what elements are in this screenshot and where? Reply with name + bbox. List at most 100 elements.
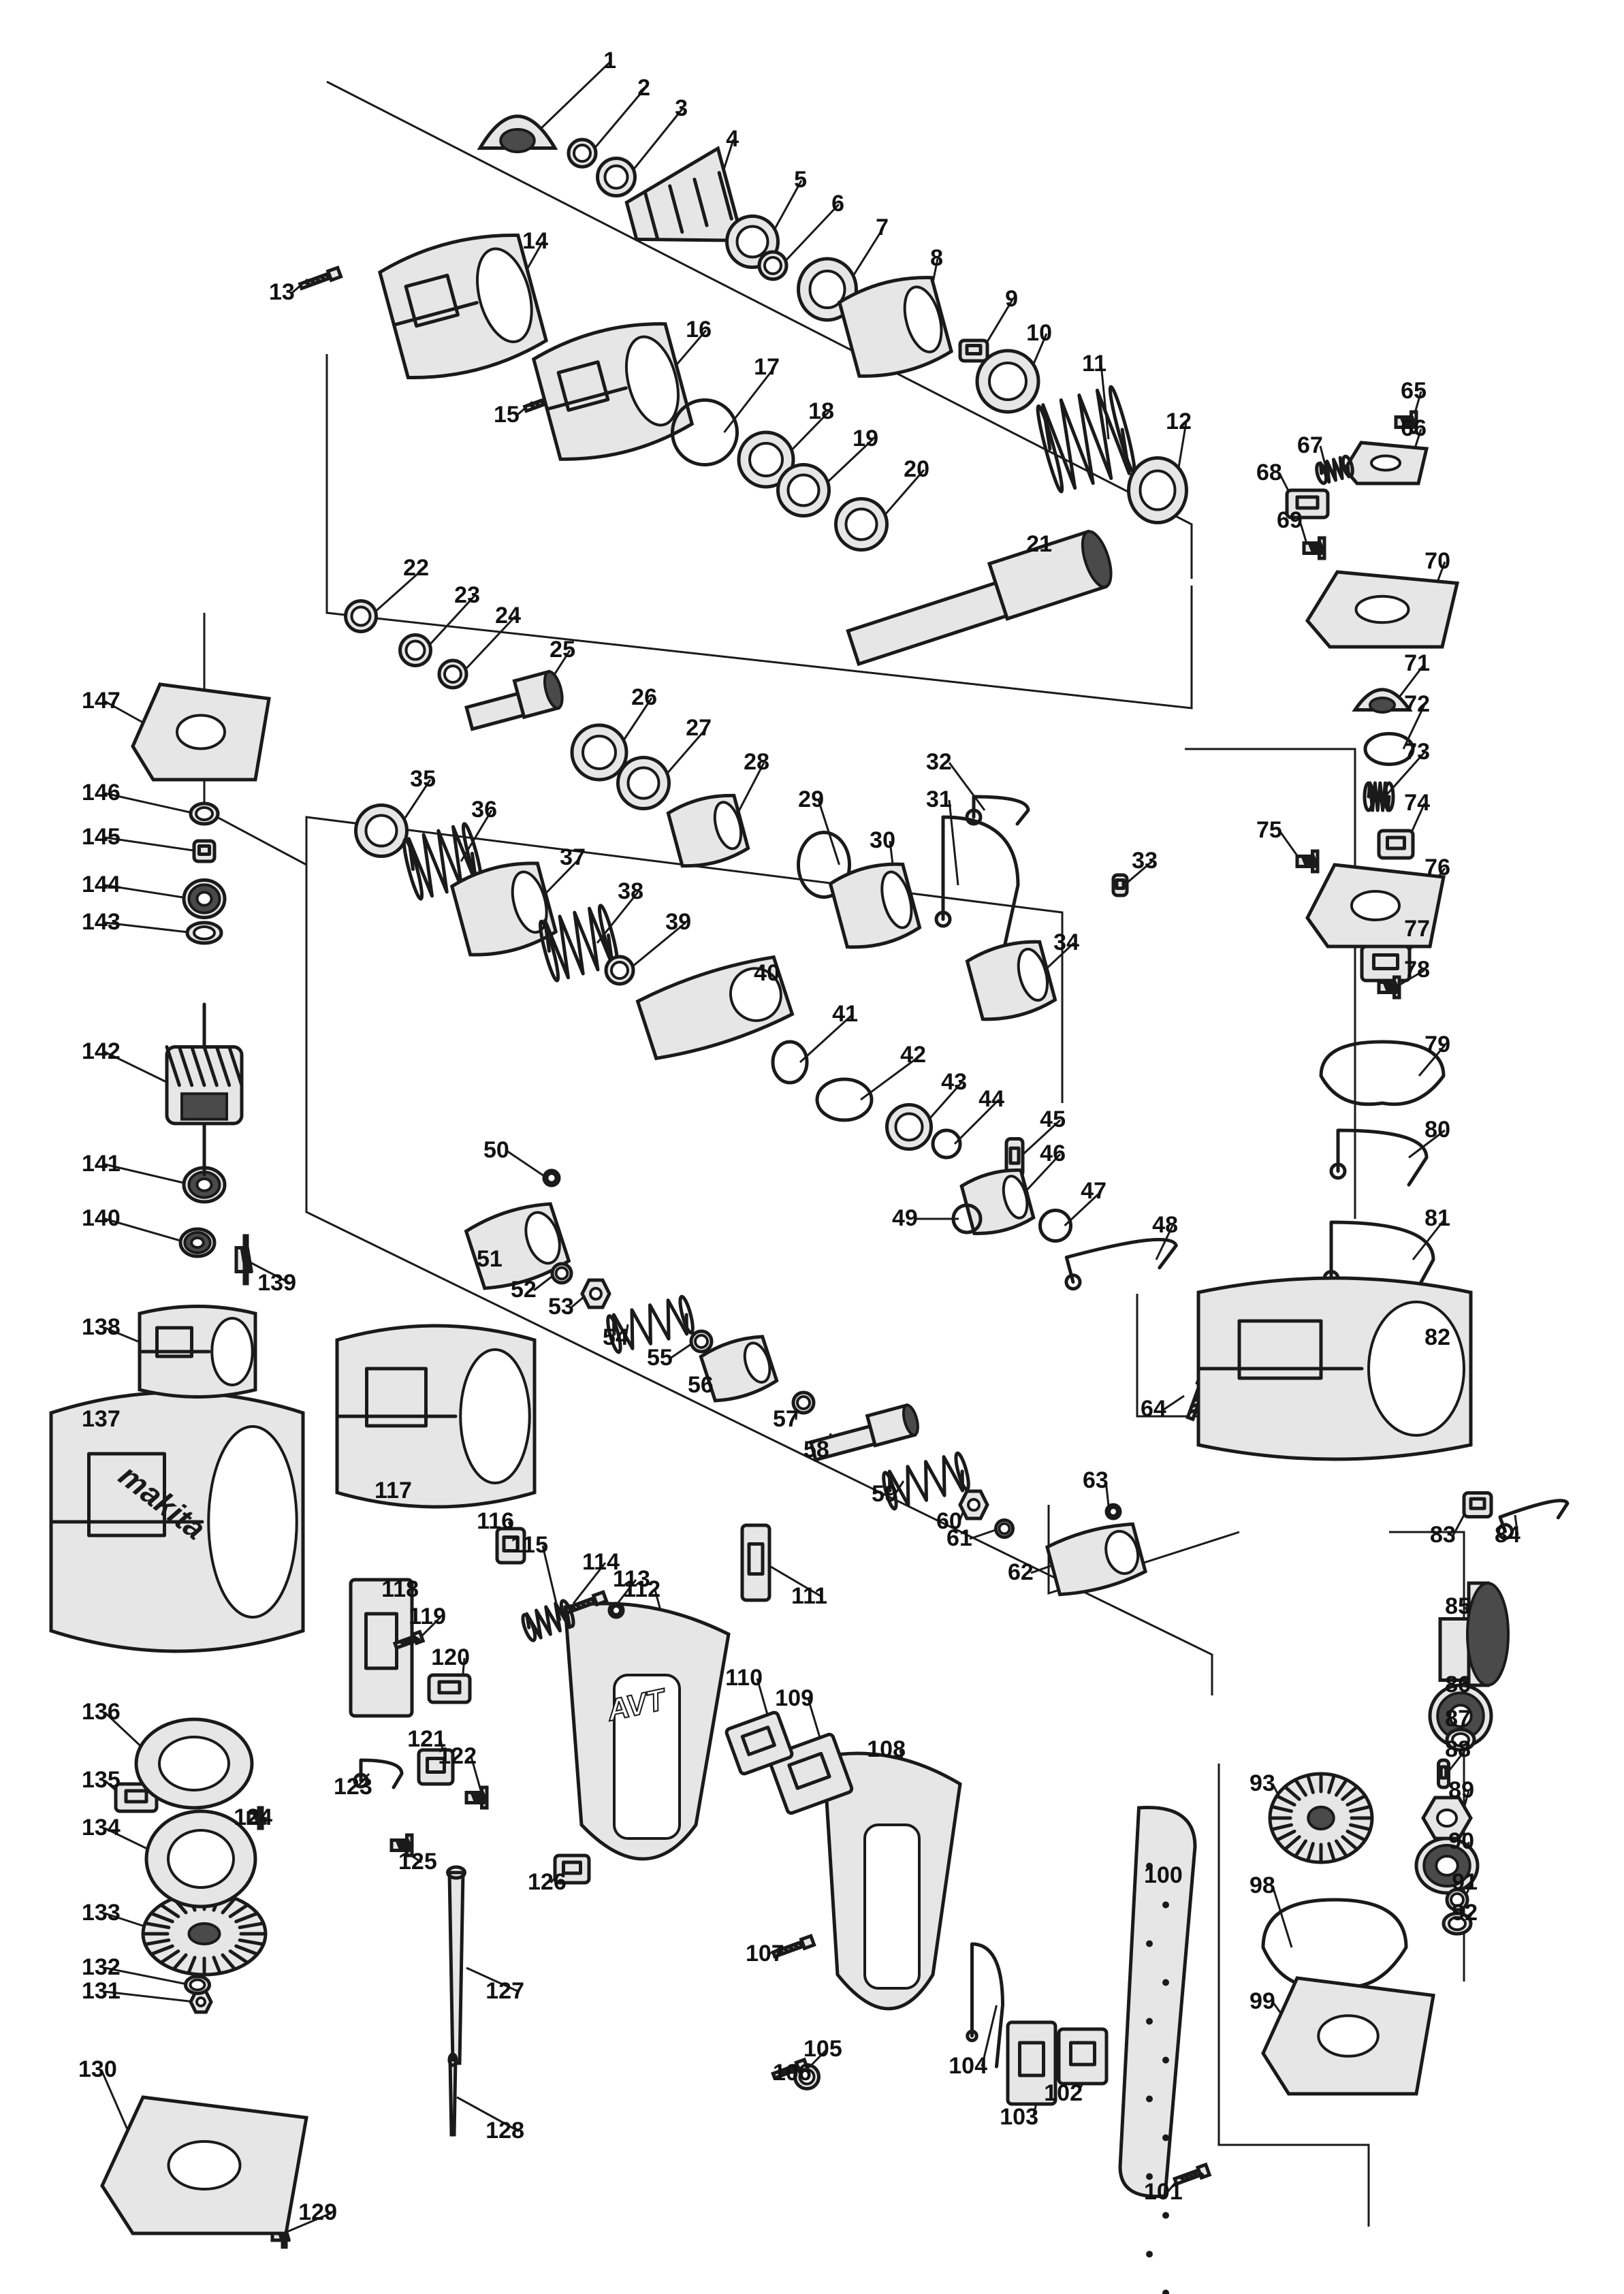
leader-132	[104, 1966, 191, 1986]
part-number-52: 52	[511, 1277, 537, 1303]
part-65	[1394, 410, 1418, 434]
part-115	[521, 1599, 575, 1642]
part-32	[965, 795, 1030, 826]
part-number-14: 14	[522, 228, 548, 254]
part-137	[49, 1390, 305, 1653]
part-82	[1196, 1276, 1473, 1461]
frame-line	[1185, 748, 1356, 1219]
part-91	[1445, 1887, 1469, 1912]
part-117	[335, 1324, 537, 1509]
part-8	[837, 276, 954, 378]
part-23	[398, 633, 432, 667]
frame-line	[1217, 1764, 1370, 2227]
part-number-55: 55	[647, 1345, 673, 1371]
part-number-72: 72	[1404, 691, 1430, 717]
part-123	[353, 1758, 404, 1789]
leader-144	[104, 884, 193, 900]
part-number-126: 126	[528, 1869, 567, 1895]
leader-6	[780, 203, 840, 267]
part-85	[1438, 1581, 1510, 1687]
leader-lines	[100, 60, 1519, 2235]
frame-line	[305, 817, 1213, 1695]
part-37	[449, 861, 558, 957]
part-26	[570, 723, 628, 782]
leader-31	[948, 799, 959, 886]
part-44	[931, 1128, 962, 1160]
part-146	[189, 801, 220, 826]
part-number-146: 146	[82, 780, 121, 806]
leader-145	[104, 836, 199, 853]
part-number-57: 57	[773, 1406, 799, 1432]
part-number-10: 10	[1026, 320, 1052, 346]
part-number-109: 109	[775, 1685, 814, 1711]
part-number-98: 98	[1249, 1873, 1275, 1898]
part-136	[134, 1717, 254, 1810]
part-number-100: 100	[1144, 1862, 1183, 1888]
part-70	[1305, 570, 1460, 649]
part-30	[828, 862, 922, 949]
part-number-24: 24	[495, 603, 521, 628]
leader-64	[1163, 1395, 1185, 1411]
part-110	[725, 1710, 794, 1776]
part-number-108: 108	[867, 1736, 906, 1762]
part-number-104: 104	[949, 2053, 987, 2079]
part-39	[604, 955, 635, 986]
part-number-115: 115	[511, 1532, 548, 1558]
part-104	[966, 1942, 1004, 2069]
part-number-38: 38	[618, 878, 643, 904]
part-number-61: 61	[946, 1525, 972, 1551]
part-number-125: 125	[398, 1849, 437, 1875]
part-47	[1038, 1209, 1072, 1243]
part-number-123: 123	[334, 1774, 372, 1800]
part-number-63: 63	[1083, 1467, 1109, 1493]
part-number-102: 102	[1044, 2080, 1083, 2106]
part-number-117: 117	[375, 1478, 412, 1503]
parts	[49, 114, 1570, 2294]
leader-81	[1412, 1218, 1446, 1260]
part-number-145: 145	[82, 824, 121, 850]
part-79	[1319, 1040, 1446, 1106]
part-58	[808, 1403, 919, 1463]
part-5	[725, 214, 780, 269]
part-number-23: 23	[454, 582, 480, 608]
part-116	[495, 1527, 526, 1565]
part-number-8: 8	[930, 245, 943, 271]
leader-139	[244, 1258, 291, 1285]
part-43	[885, 1103, 933, 1151]
part-number-127: 127	[485, 1978, 524, 2004]
part-125	[389, 1833, 414, 1858]
part-number-70: 70	[1424, 548, 1450, 574]
part-number-64: 64	[1141, 1396, 1166, 1422]
part-93	[1268, 1772, 1374, 1864]
part-number-29: 29	[798, 786, 824, 812]
part-number-69: 69	[1277, 507, 1303, 533]
part-number-54: 54	[603, 1324, 628, 1350]
part-number-6: 6	[831, 191, 844, 217]
part-27	[616, 756, 671, 810]
part-40	[635, 955, 795, 1061]
part-number-129: 129	[298, 2199, 337, 2225]
leader-98	[1271, 1885, 1293, 1948]
leader-2	[589, 88, 646, 154]
part-number-58: 58	[803, 1437, 829, 1463]
part-numbers: 1234567891011121314151617181920212223242…	[78, 48, 1520, 2225]
part-4	[624, 146, 745, 242]
part-number-144: 144	[82, 872, 121, 897]
part-144	[182, 878, 227, 919]
part-127	[446, 1865, 466, 2065]
part-number-68: 68	[1256, 460, 1282, 485]
part-number-9: 9	[1005, 286, 1018, 312]
part-number-99: 99	[1249, 1988, 1275, 2014]
leader-104	[981, 2005, 998, 2067]
part-119	[392, 1629, 426, 1651]
leader-3	[626, 108, 684, 178]
part-number-31: 31	[926, 786, 952, 812]
part-number-37: 37	[560, 844, 586, 870]
part-number-17: 17	[754, 354, 780, 380]
part-25	[464, 669, 564, 731]
part-number-73: 73	[1404, 739, 1430, 765]
part-number-48: 48	[1152, 1212, 1178, 1238]
part-145	[192, 839, 217, 863]
leader-48	[1155, 1225, 1174, 1260]
part-29	[797, 831, 851, 899]
